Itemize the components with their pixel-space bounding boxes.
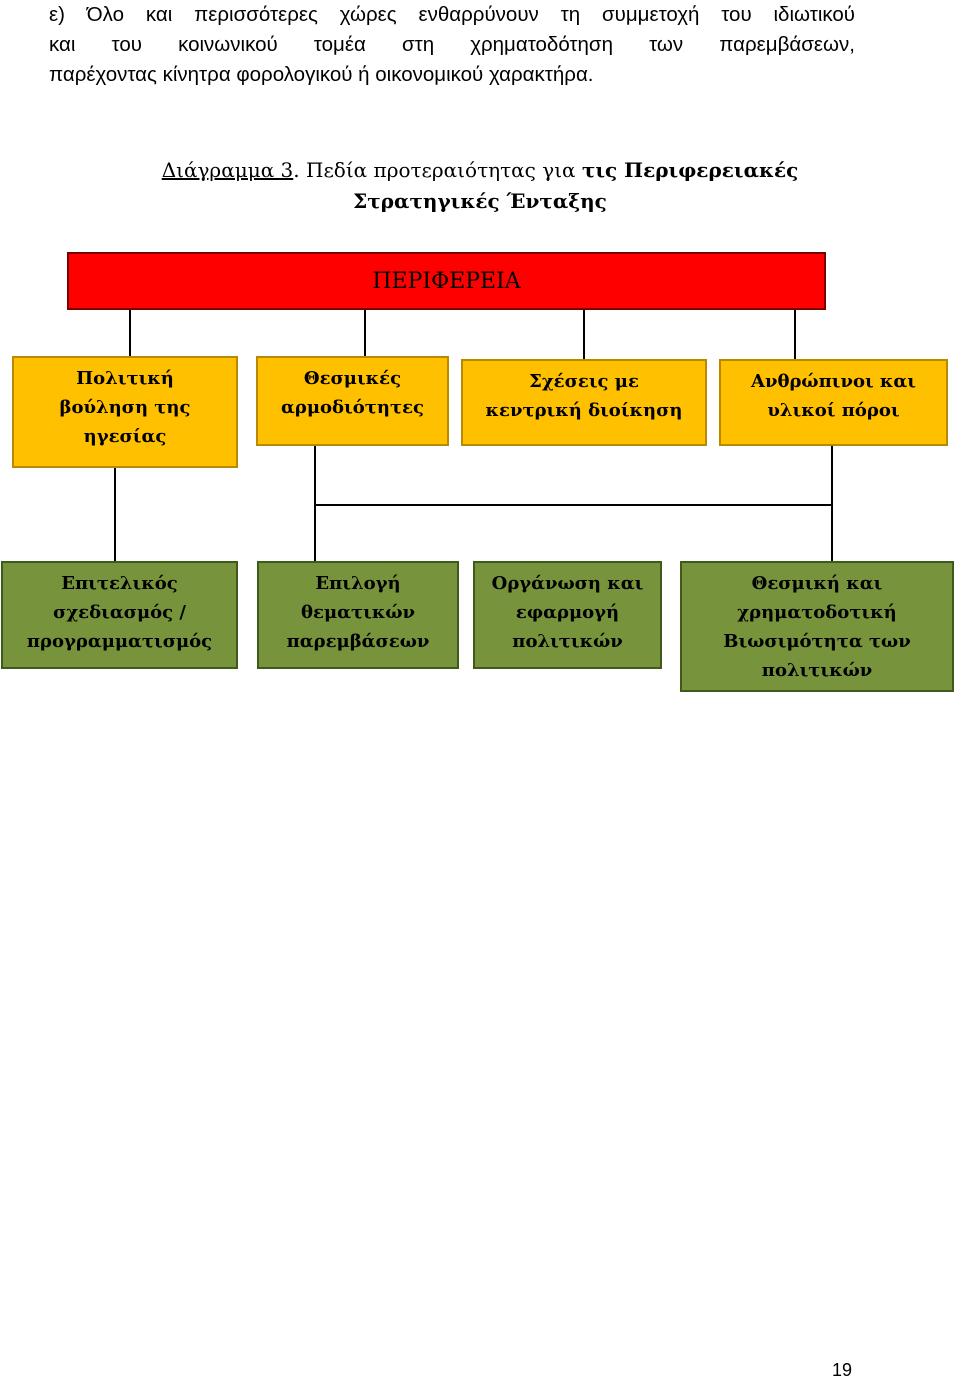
box-line: Θεσμική και: [751, 573, 883, 594]
diagram-caption: Διάγραμμα 3. Πεδία προτεραιότητας για τι…: [0, 155, 960, 217]
box-line: Οργάνωση και: [491, 573, 644, 594]
connector-line: [794, 308, 796, 361]
box-line: Βιωσιμότητα των: [723, 631, 911, 652]
box-line: βούληση της: [59, 397, 191, 418]
intro-line: παρέχοντας κίνητρα φορολογικού ή οικονομ…: [49, 63, 594, 86]
box-line: Πολιτική: [76, 368, 174, 389]
box-line: χρηματοδοτική: [737, 602, 897, 623]
caption-bold-text: τις Περιφερειακές: [581, 158, 799, 182]
connector-line: [364, 308, 366, 358]
box-line: κεντρική διοίκηση: [485, 400, 683, 421]
box-line: παρεμβάσεων: [286, 631, 430, 652]
box-line: σχεδιασμός /: [53, 602, 186, 623]
caption-dot: .: [293, 158, 300, 182]
priority-box: Θεσμικές αρμοδιότητες: [256, 356, 449, 446]
connector-line: [129, 308, 131, 358]
box-line: Επιτελικός: [61, 573, 178, 594]
priority-box: Σχέσεις με κεντρική διοίκηση: [461, 359, 707, 446]
box-line: εφαρμογή: [515, 602, 620, 623]
outcome-box: Επιλογή θεματικών παρεμβάσεων: [257, 561, 459, 669]
caption-text: Πεδία προτεραιότητας για: [299, 158, 582, 182]
region-label: ΠΕΡΙΦΕΡΕΙΑ: [372, 268, 521, 294]
caption-line-1: Διάγραμμα 3. Πεδία προτεραιότητας για τι…: [0, 155, 960, 186]
box-line: Σχέσεις με: [529, 371, 639, 392]
box-line: ηγεσίας: [83, 426, 167, 447]
region-box: ΠΕΡΙΦΕΡΕΙΑ: [67, 252, 826, 310]
intro-line: ε) Όλο και περισσότερες χώρες ενθαρρύνου…: [49, 3, 855, 26]
box-line: Ανθρώπινοι και: [751, 371, 916, 392]
box-line: πολιτικών: [761, 660, 873, 681]
intro-line: και του κοινωνικού τομέα στη χρηματοδότη…: [49, 33, 855, 56]
box-line: Θεσμικές: [303, 368, 402, 389]
box-line: προγραμματισμός: [26, 631, 213, 652]
page-number: 19: [832, 1360, 853, 1380]
outcome-box: Θεσμική και χρηματοδοτική Βιωσιμότητα τω…: [680, 561, 954, 692]
caption-line-2: Στρατηγικές Ένταξης: [353, 189, 607, 213]
intro-paragraph: ε) Όλο και περισσότερες χώρες ενθαρρύνου…: [49, 0, 855, 90]
outcome-box: Οργάνωση και εφαρμογή πολιτικών: [473, 561, 662, 669]
connector-line: [314, 504, 833, 506]
box-line: πολιτικών: [512, 631, 623, 652]
box-line: θεματικών: [301, 602, 415, 623]
priority-box: Πολιτική βούληση της ηγεσίας: [12, 356, 238, 468]
outcome-box: Επιτελικός σχεδιασμός / προγραμματισμός: [1, 561, 238, 669]
connector-line: [583, 308, 585, 361]
box-line: υλικοί πόροι: [767, 400, 900, 421]
priority-box: Ανθρώπινοι και υλικοί πόροι: [719, 359, 948, 446]
box-line: αρμοδιότητες: [281, 397, 424, 418]
caption-label: Διάγραμμα 3: [161, 158, 294, 182]
box-line: Επιλογή: [315, 573, 401, 594]
connector-line: [114, 466, 116, 563]
